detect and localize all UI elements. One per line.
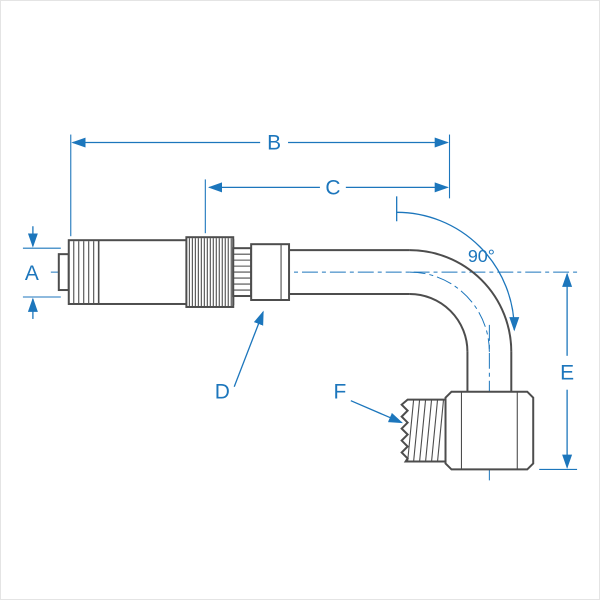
dimension-a: A: [22, 226, 61, 319]
dim-b-label: B: [267, 132, 281, 155]
knurl-lines: [188, 238, 232, 306]
leader-d: D: [215, 310, 264, 404]
hose-stem-end: [57, 253, 70, 292]
bend-outer: [409, 249, 513, 352]
dimension-c: C: [204, 176, 449, 234]
leader-f-line: [350, 400, 403, 424]
dim-a-label: A: [25, 262, 39, 285]
thread-lines: [407, 399, 445, 462]
hex-nut: [444, 390, 535, 471]
angle-arc: [396, 211, 520, 332]
angle-label: 90°: [468, 246, 495, 266]
fitting-outline: [57, 236, 535, 471]
bend-centerline: [409, 271, 490, 352]
dim-e-label: E: [560, 362, 574, 385]
dim-d-label: D: [215, 381, 230, 404]
bend-inner: [409, 293, 469, 352]
angle-callout: 90°: [396, 196, 520, 332]
dim-c-label: C: [325, 176, 340, 199]
leader-d-line: [233, 310, 264, 387]
collar: [250, 243, 291, 301]
dimension-e: E: [539, 272, 578, 470]
neck-ribs: [233, 253, 252, 291]
dimension-b: B: [70, 132, 451, 237]
leader-f: F: [333, 381, 403, 424]
dim-f-label: F: [333, 381, 346, 404]
shell-hatch-zone: [73, 240, 100, 304]
